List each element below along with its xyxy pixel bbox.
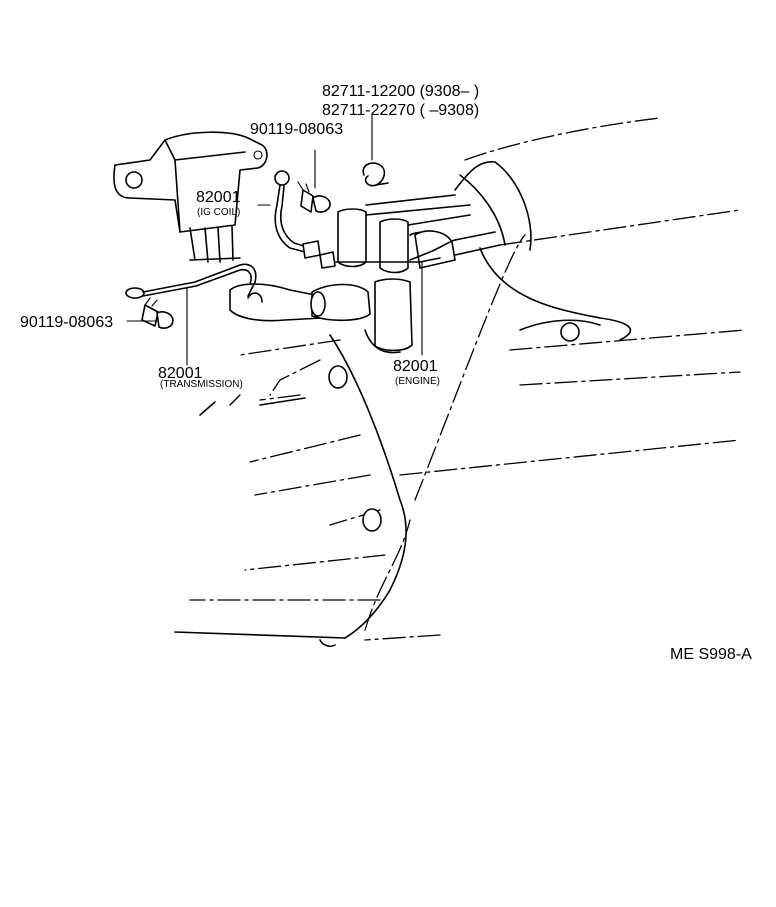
- ground-wire-engine: [409, 239, 456, 356]
- boss-icon: [362, 508, 382, 532]
- wire-connector-icon: [302, 240, 321, 259]
- part-number-bolt-top: 90119-08063: [250, 121, 343, 138]
- part-number-clamp-old: 82711-22270 ( –9308): [322, 102, 479, 119]
- engine-block-outline: [399, 117, 746, 501]
- bolt-left: [126, 297, 174, 329]
- ring-terminal-icon: [274, 170, 290, 186]
- ignition-coil-bracket: [113, 131, 268, 263]
- wire-connector-icon: [319, 251, 336, 269]
- wire-clamp: [362, 114, 389, 187]
- bracket-hole-icon: [253, 150, 263, 160]
- ground-wire-transmission: [125, 263, 257, 366]
- diagram-code: ME S998-A: [670, 646, 752, 663]
- bolt-top: [297, 149, 331, 213]
- vacuum-cap-icon: [379, 218, 409, 274]
- ring-terminal-icon: [125, 287, 145, 299]
- intake-pipe: [229, 194, 501, 354]
- part-number-bolt-left: 90119-08063: [20, 314, 113, 331]
- part-number-engine-wire: 82001: [393, 358, 438, 375]
- part-number-clamp-new: 82711-12200 (9308– ): [322, 83, 479, 100]
- part-desc-engine-wire: (ENGINE): [395, 376, 440, 387]
- part-desc-transmission-wire: (TRANSMISSION): [160, 379, 243, 390]
- part-number-ig-coil-wire: 82001: [196, 189, 241, 206]
- part-number-transmission-wire: 82001: [158, 365, 203, 382]
- boss-icon: [328, 365, 348, 389]
- bracket-hole-icon: [125, 171, 143, 189]
- connector-icon: [311, 283, 371, 322]
- ground-wire-ig-coil: [257, 170, 441, 269]
- mount-bolt-icon: [560, 322, 580, 342]
- transmission-housing-outline: [174, 334, 441, 647]
- vacuum-cap-icon: [337, 208, 367, 268]
- part-desc-ig-coil-wire: (IG COIL): [197, 207, 240, 218]
